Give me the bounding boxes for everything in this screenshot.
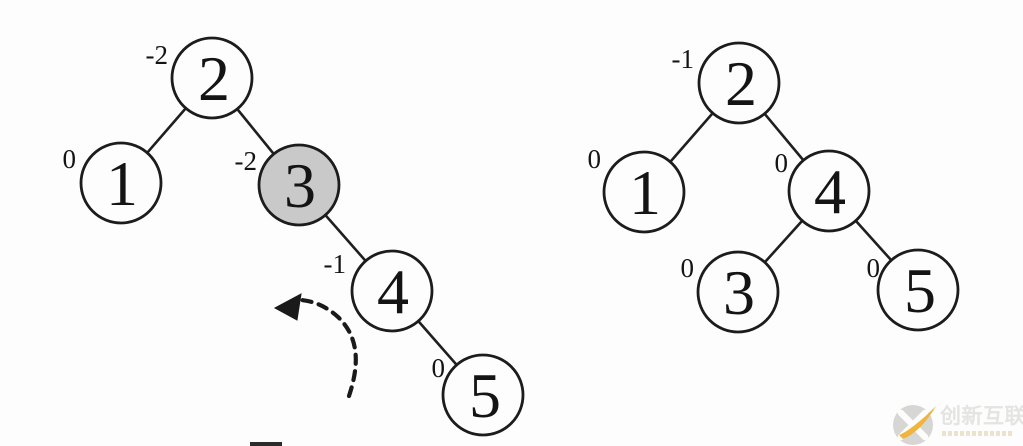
balance-factor-label: 0 xyxy=(681,253,695,283)
balance-factor-label: 0 xyxy=(63,144,77,174)
balance-factor-label: 0 xyxy=(775,148,789,178)
node-value: 4 xyxy=(377,256,409,327)
balance-factor-label: 0 xyxy=(588,144,602,174)
tree-node: 3 -2 xyxy=(235,143,341,227)
balance-factor-label: -1 xyxy=(324,249,347,279)
node-value: 4 xyxy=(814,156,846,227)
node-circle-5 xyxy=(876,248,960,332)
balance-factor-label: -1 xyxy=(672,44,695,74)
node-value: 2 xyxy=(198,43,230,114)
node-circle-2 xyxy=(697,41,781,125)
balance-factor-label: -2 xyxy=(146,40,169,70)
rotation-arrow xyxy=(273,293,358,399)
node-circle-2 xyxy=(170,36,254,120)
tree-node: 4 0 xyxy=(775,148,871,233)
balance-factor-label: 0 xyxy=(867,253,881,283)
node-circle-3-highlighted xyxy=(257,143,341,227)
node-value: 3 xyxy=(723,257,755,328)
node-value: 2 xyxy=(725,48,757,119)
tree-node: 5 0 xyxy=(867,248,960,332)
node-circle-1 xyxy=(79,141,163,225)
node-value: 3 xyxy=(284,150,316,221)
balance-factor-label: 0 xyxy=(432,353,446,383)
balance-factor-label: -2 xyxy=(235,146,258,176)
node-value: 1 xyxy=(629,157,661,228)
brand-logo-icon xyxy=(893,405,936,445)
node-value: 5 xyxy=(904,255,936,326)
node-circle-5 xyxy=(441,353,525,437)
cropped-caption-fragment xyxy=(250,442,282,446)
node-circle-4 xyxy=(350,249,434,333)
watermark-brand-text: 创新互联 xyxy=(940,405,1023,428)
tree-after-rotation: 2 -1 1 0 4 0 3 0 5 0 xyxy=(588,41,960,334)
tree-node: 4 -1 xyxy=(324,249,434,333)
tree-node: 2 -2 xyxy=(146,36,254,120)
node-circle-3 xyxy=(696,250,780,334)
watermark-subtext-strip xyxy=(942,431,1014,436)
tree-node: 2 -1 xyxy=(672,41,781,125)
tree-node: 1 0 xyxy=(63,141,163,225)
tree-node: 5 0 xyxy=(432,353,525,437)
tree-node: 1 0 xyxy=(588,144,686,234)
node-value: 1 xyxy=(106,148,138,219)
tree-node: 3 0 xyxy=(681,250,780,334)
rotation-arrow-curve xyxy=(298,297,358,399)
node-circle-1 xyxy=(602,150,686,234)
node-circle-4 xyxy=(787,149,871,233)
rotation-arrow-head-icon xyxy=(273,293,302,321)
node-value: 5 xyxy=(469,360,501,431)
tree-before-rotation: 2 -2 1 0 3 -2 4 -1 5 0 xyxy=(63,36,525,437)
watermark: 创新互联 xyxy=(884,395,1023,446)
